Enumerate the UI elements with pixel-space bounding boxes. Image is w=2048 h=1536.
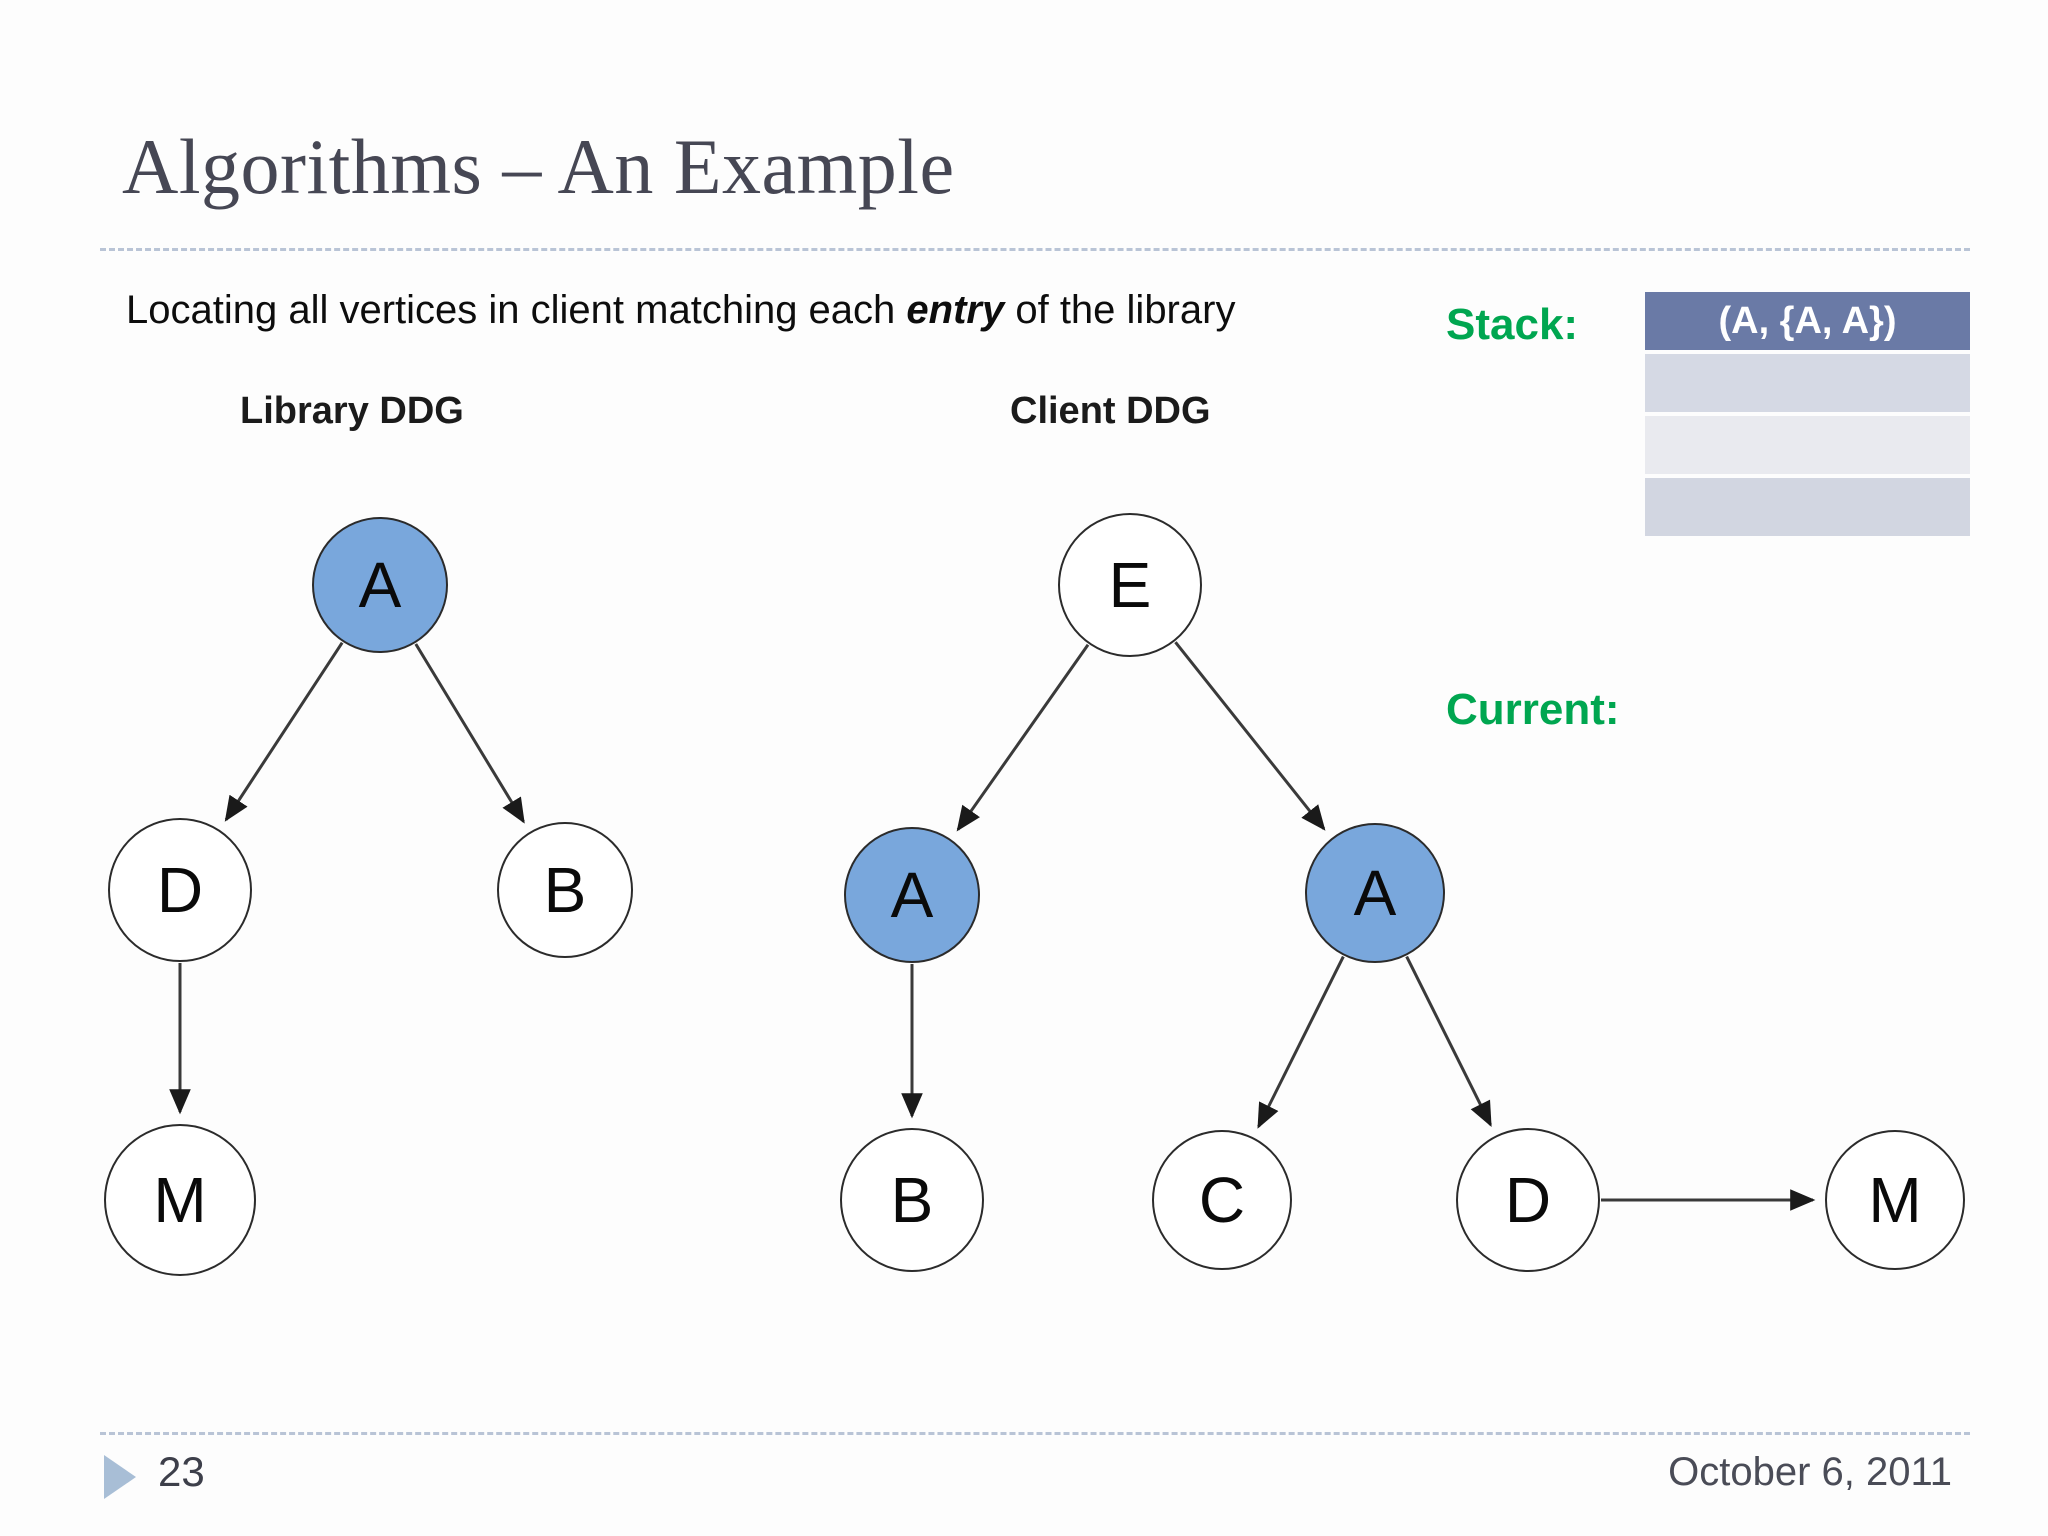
subtitle-text-after: of the library <box>1004 288 1236 332</box>
graph-node-cli-C: C <box>1152 1130 1292 1270</box>
graph-node-label: M <box>153 1164 207 1236</box>
library-ddg-caption: Library DDG <box>240 390 464 432</box>
graph-node-label: D <box>156 854 204 926</box>
client-ddg-caption: Client DDG <box>1010 390 1211 432</box>
graph-edge-cli-E-to-cli-A1 <box>956 643 1090 832</box>
graph-edge-lib-A-to-lib-D <box>224 641 344 822</box>
graph-edge-cli-A2-to-cli-D <box>1405 955 1492 1127</box>
graph-node-label: M <box>1868 1164 1922 1236</box>
graph-node-lib-M: M <box>104 1124 256 1276</box>
graph-node-cli-E: E <box>1058 513 1202 657</box>
graph-node-cli-M: M <box>1825 1130 1965 1270</box>
graph-edge-cli-E-to-cli-A2 <box>1174 641 1326 831</box>
slide-subtitle: Locating all vertices in client matching… <box>126 288 1235 333</box>
graph-node-label: B <box>543 854 587 926</box>
stack-cell-0: (A, {A, A}) <box>1645 292 1970 350</box>
footer-divider <box>100 1432 1970 1435</box>
graph-node-lib-A: A <box>312 517 448 653</box>
current-label: Current: <box>1446 685 1620 734</box>
stack-cell-1 <box>1645 354 1970 412</box>
graph-node-cli-B: B <box>840 1128 984 1272</box>
graph-node-label: B <box>890 1164 934 1236</box>
stack-label: Stack: <box>1446 300 1579 349</box>
graph-node-cli-D: D <box>1456 1128 1600 1272</box>
graph-node-label: C <box>1198 1164 1246 1236</box>
page-title: Algorithms – An Example <box>122 123 955 210</box>
graph-node-cli-A2: A <box>1305 823 1445 963</box>
graph-node-label: A <box>358 549 402 621</box>
triangle-bullet-icon <box>104 1455 136 1499</box>
graph-node-cli-A1: A <box>844 827 980 963</box>
stack-cell-3 <box>1645 478 1970 536</box>
graph-node-label: A <box>890 859 934 931</box>
stack-cell-2 <box>1645 416 1970 474</box>
graph-node-lib-B: B <box>497 822 633 958</box>
header-divider <box>100 248 1970 251</box>
graph-node-label: E <box>1108 549 1152 621</box>
graph-node-lib-D: D <box>108 818 252 962</box>
subtitle-text-before: Locating all vertices in client matching… <box>126 288 907 332</box>
graph-edge-lib-A-to-lib-B <box>414 643 525 824</box>
graph-node-label: A <box>1353 857 1397 929</box>
slide-number: 23 <box>158 1448 205 1495</box>
graph-node-label: D <box>1504 1164 1552 1236</box>
graph-edge-cli-A2-to-cli-C <box>1257 955 1345 1129</box>
stack-box: (A, {A, A}) <box>1645 292 1970 540</box>
slide-date: October 6, 2011 <box>1668 1450 1952 1494</box>
subtitle-emphasis: entry <box>906 288 1005 332</box>
